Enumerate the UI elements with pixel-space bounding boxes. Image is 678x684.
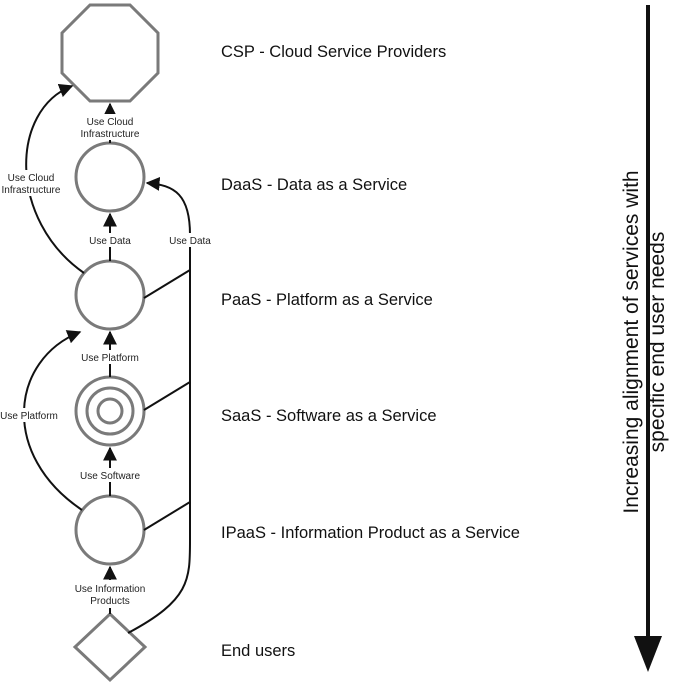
branch-paas (143, 269, 191, 299)
layer-label-daas: DaaS - Data as a Service (221, 176, 407, 194)
layer-label-saas: SaaS - Software as a Service (221, 407, 437, 425)
layer-label-ipaas: IPaaS - Information Product as a Service (221, 524, 520, 542)
ipaas-circle (74, 494, 146, 566)
side-axis-label-line2: specific end user needs (646, 232, 669, 453)
layer-label-paas: PaaS - Platform as a Service (221, 291, 433, 309)
layer-label-end-users: End users (221, 642, 295, 660)
edge-label-daas-to-csp-1: Use Cloud (87, 117, 134, 128)
edge-label-end-to-ipaas-2: Products (90, 596, 129, 607)
edge-label-ipaas-to-saas: Use Software (80, 471, 140, 482)
arrow-right-use-data-loop (127, 176, 191, 634)
edge-label-paas-to-csp-2: Infrastructure (2, 185, 61, 196)
paas-circle (74, 259, 146, 331)
edge-label-right-use-data: Use Data (169, 236, 211, 247)
layer-label-csp: CSP - Cloud Service Providers (221, 43, 446, 61)
csp-octagon (60, 3, 160, 103)
edge-label-ipaas-to-paas: Use Platform (0, 411, 58, 422)
side-axis-label-line1: Increasing alignment of services with (620, 170, 643, 513)
edge-label-paas-to-daas: Use Data (89, 236, 131, 247)
saas-circle (74, 375, 146, 447)
edge-label-saas-to-paas: Use Platform (81, 353, 139, 364)
branch-saas (143, 381, 191, 411)
edge-label-daas-to-csp-2: Infrastructure (81, 129, 140, 140)
alignment-axis-arrowhead (634, 636, 662, 672)
branch-ipaas (143, 501, 191, 531)
edge-label-end-to-ipaas-1: Use Information (75, 584, 146, 595)
arrow-paas-to-csp-curve (25, 84, 85, 274)
daas-circle (74, 141, 146, 213)
end-users-diamond (72, 611, 148, 683)
edge-label-paas-to-csp-1: Use Cloud (8, 173, 55, 184)
